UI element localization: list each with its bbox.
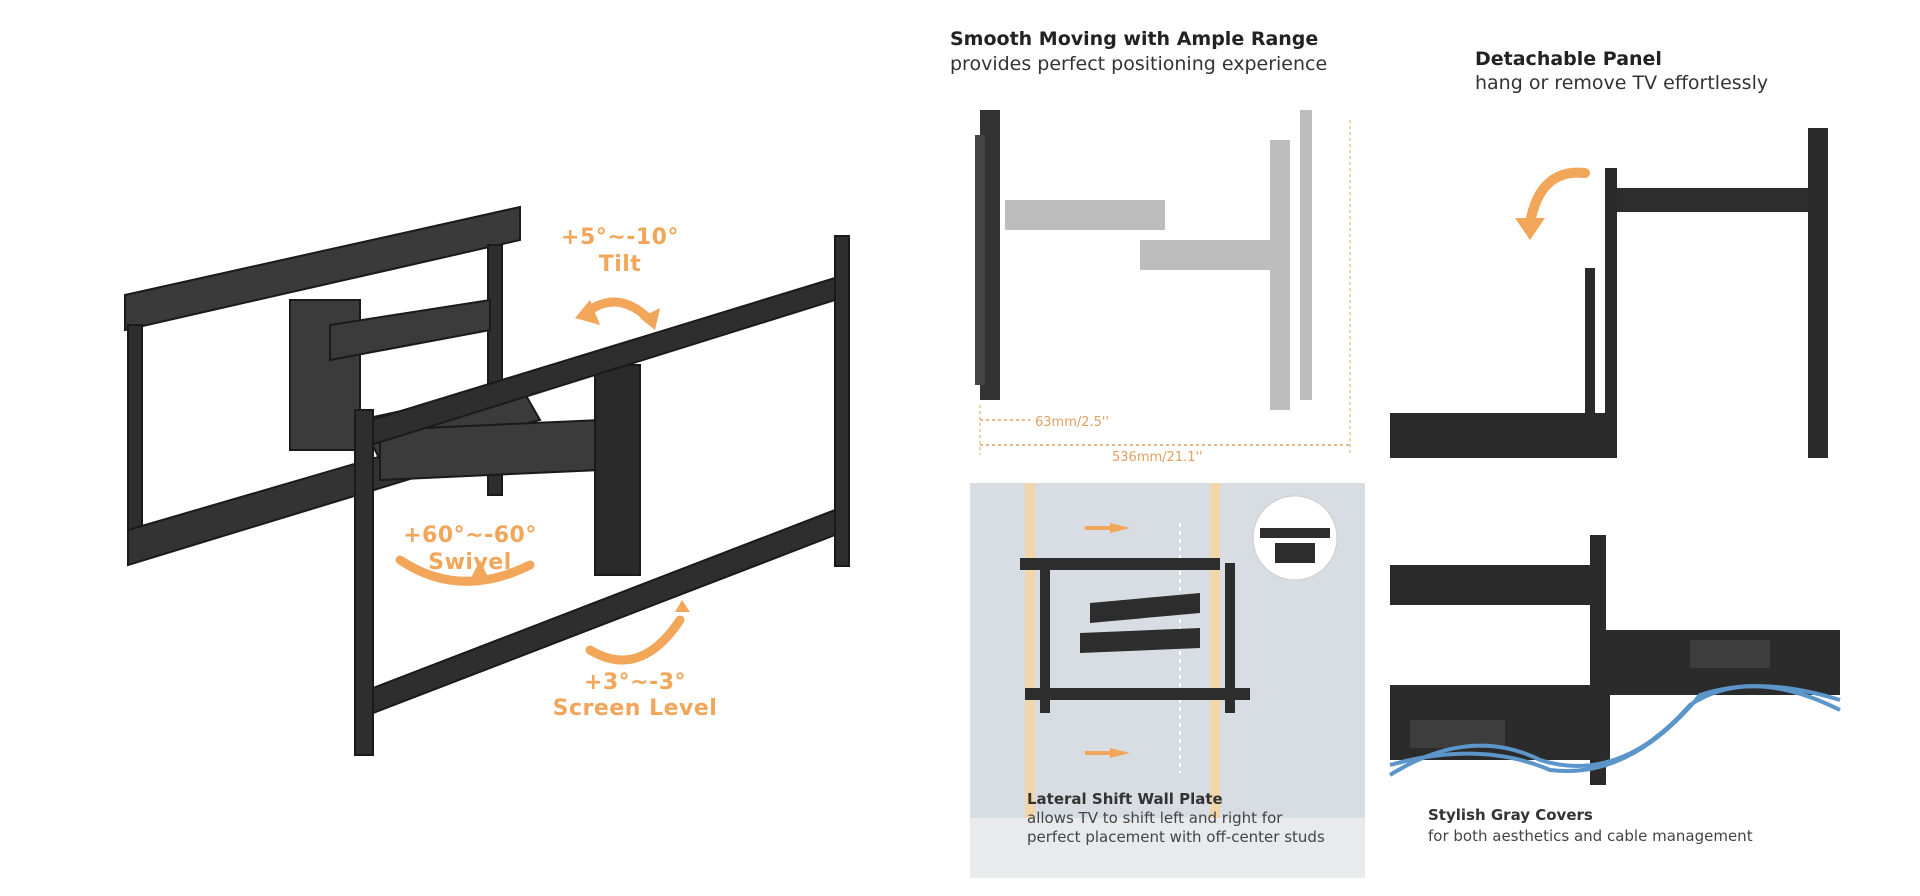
lateral-shift-panel: Lateral Shift Wall Plate allows TV to sh… <box>970 483 1365 878</box>
lateral-panel-line1: allows TV to shift left and right for <box>1027 809 1283 827</box>
detachable-diagram <box>1390 128 1828 458</box>
dim-large-label: 536mm/21.1'' <box>1112 450 1203 465</box>
detachable-panel-title: Detachable Panel <box>1475 48 1662 70</box>
screen-level-label: Screen Level <box>552 696 718 721</box>
detachable-panel-subtitle: hang or remove TV effortlessly <box>1475 72 1769 94</box>
swivel-arrow <box>395 555 535 586</box>
screen-level-arrow <box>585 615 685 665</box>
range-diagram <box>975 110 1351 455</box>
covers-diagram <box>1388 535 1841 785</box>
covers-panel-title: Stylish Gray Covers <box>1428 806 1593 824</box>
tv-mount-illustration <box>124 205 850 756</box>
dim-small-label: 63mm/2.5'' <box>1035 415 1110 430</box>
lateral-panel-line2: perfect placement with off-center studs <box>1027 828 1325 846</box>
swivel-label: Swivel <box>428 550 512 575</box>
swivel-value: +60°~-60° <box>403 523 537 548</box>
screen-level-value: +3°~-3° <box>583 670 687 695</box>
range-panel-title: Smooth Moving with Ample Range <box>950 28 1319 50</box>
range-panel-subtitle: provides perfect positioning experience <box>950 53 1328 75</box>
tilt-label: Tilt <box>598 252 642 277</box>
tilt-value: +5°~-10° <box>561 225 679 250</box>
covers-panel-subtitle: for both aesthetics and cable management <box>1428 827 1753 845</box>
lateral-panel-title: Lateral Shift Wall Plate <box>1027 790 1223 808</box>
lateral-diagram <box>970 483 1365 878</box>
main-product-panel: +5°~-10° Tilt +60°~-60° Swivel +3°~-3° S… <box>0 0 950 896</box>
tilt-arrow <box>585 297 655 325</box>
